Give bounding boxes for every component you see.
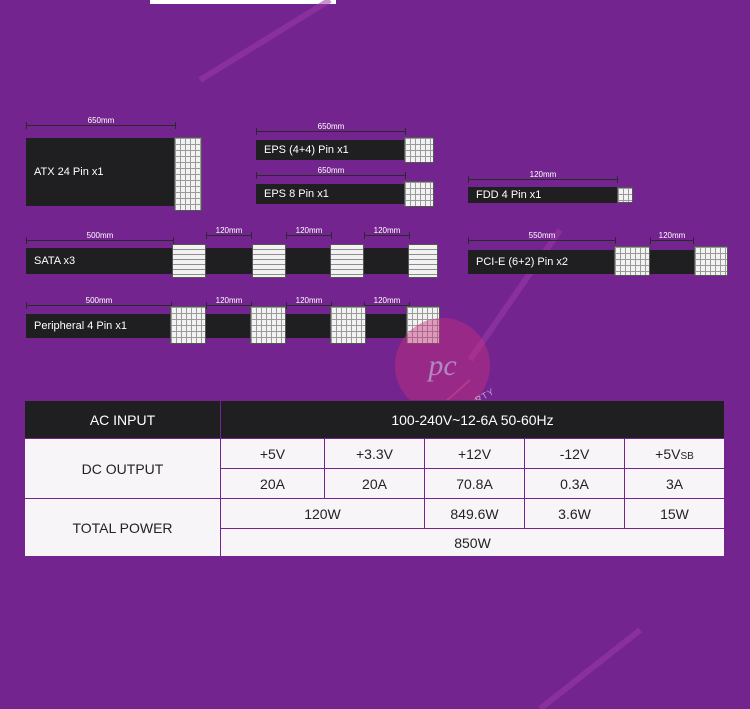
total-row: 850W	[25, 528, 726, 557]
top-bar	[150, 0, 336, 4]
sata-connector-4	[408, 244, 438, 278]
ac-input-value: 100-240V~12-6A 50-60Hz	[219, 400, 726, 439]
watermark-logo: pc	[428, 348, 457, 382]
sata-segment-3-dimension	[364, 232, 410, 239]
sata-length: 500mm	[86, 231, 114, 240]
ac-input-label: AC INPUT	[24, 400, 221, 439]
power-row: TOTAL POWER 120W 849.6W 3.6W 15W	[24, 498, 726, 557]
pcie-cable: PCI-E (6+2) Pin x2	[468, 250, 718, 274]
rail-5v: +5V	[220, 438, 325, 469]
eps8-label: EPS 8 Pin x1	[264, 188, 329, 200]
power-12v: 849.6W	[424, 498, 525, 529]
eps44-dimension	[256, 128, 406, 135]
periph-segment-2-length: 120mm	[295, 296, 323, 305]
pc-party-logo: pc	[395, 318, 490, 413]
sata-segment-3-length: 120mm	[373, 226, 401, 235]
periph-label: Peripheral 4 Pin x1	[34, 320, 127, 332]
sata-segment-1-dimension	[206, 232, 252, 239]
periph-connector-1	[170, 306, 206, 344]
rail-5vsb-main: +5V	[655, 445, 681, 462]
eps8-dimension	[256, 172, 406, 179]
fdd-cable: FDD 4 Pin x1	[468, 187, 618, 203]
atx-length: 650mm	[87, 116, 115, 125]
sata-segment-1-length: 120mm	[215, 226, 243, 235]
eps44-cable: EPS (4+4) Pin x1	[256, 140, 406, 160]
pcie-connector-1	[614, 246, 650, 276]
fdd-length: 120mm	[529, 170, 557, 179]
sata-connector-1	[172, 244, 206, 278]
sata-dimension	[26, 237, 174, 244]
periph-length: 500mm	[85, 296, 113, 305]
spec-table: AC INPUT 100-240V~12-6A 50-60Hz DC OUTPU…	[24, 400, 726, 557]
rail-3v3: +3.3V	[324, 438, 425, 469]
sata-segment-2-dimension	[286, 232, 332, 239]
ac-input-row: AC INPUT 100-240V~12-6A 50-60Hz	[24, 400, 726, 439]
eps8-cable: EPS 8 Pin x1	[256, 184, 406, 204]
periph-connector-2	[250, 306, 286, 344]
current-12v: 70.8A	[424, 468, 525, 499]
sata-label: SATA x3	[34, 255, 76, 267]
current-neg12v: 0.3A	[524, 468, 625, 499]
periph-segment-1-dimension	[206, 302, 252, 309]
rail-5vsb: +5VSB	[623, 438, 726, 469]
pcie-segment-dimension	[650, 237, 694, 244]
sata-segment-2-length: 120mm	[295, 226, 323, 235]
periph-connector-3	[330, 306, 366, 344]
atx-dimension	[26, 122, 176, 129]
rail-5vsb-sub: SB	[680, 450, 694, 462]
sata-connector-2	[252, 244, 286, 278]
eps44-length: 650mm	[317, 122, 345, 131]
periph-segment-2-dimension	[286, 302, 332, 309]
pcie-connector-2	[694, 246, 728, 276]
periph-connector-4	[406, 306, 440, 344]
power-5vsb: 15W	[623, 498, 726, 529]
total-power-value: 850W	[219, 528, 726, 557]
eps44-label: EPS (4+4) Pin x1	[264, 144, 349, 156]
atx-label: ATX 24 Pin x1	[34, 166, 104, 178]
current-5v: 20A	[220, 468, 325, 499]
sata-connector-3	[330, 244, 364, 278]
power-neg12v: 3.6W	[524, 498, 625, 529]
dc-output-label: DC OUTPUT	[24, 438, 221, 499]
total-power-label: TOTAL POWER	[24, 498, 221, 557]
pcie-length: 550mm	[528, 231, 556, 240]
rail-12v: +12V	[424, 438, 525, 469]
fdd-label: FDD 4 Pin x1	[476, 189, 542, 201]
power-combined: 120W	[220, 498, 425, 529]
pcie-label: PCI-E (6+2) Pin x2	[476, 256, 569, 268]
periph-dimension	[26, 302, 172, 309]
current-5vsb: 3A	[623, 468, 726, 499]
dc-rails-row: DC OUTPUT +5V +3.3V +12V -12V +5VSB	[24, 438, 726, 499]
eps44-connector	[404, 137, 434, 163]
pcie-segment-length: 120mm	[658, 231, 686, 240]
pcie-dimension	[468, 237, 616, 244]
fdd-connector	[617, 187, 633, 203]
eps8-length: 650mm	[317, 166, 345, 175]
atx-cable: ATX 24 Pin x1	[26, 138, 176, 206]
periph-segment-3-dimension	[364, 302, 410, 309]
current-3v3: 20A	[324, 468, 425, 499]
fdd-dimension	[468, 176, 618, 183]
periph-segment-1-length: 120mm	[215, 296, 243, 305]
eps8-connector	[404, 181, 434, 207]
atx-connector	[174, 137, 202, 211]
periph-segment-3-length: 120mm	[373, 296, 401, 305]
rail-neg12v: -12V	[524, 438, 625, 469]
